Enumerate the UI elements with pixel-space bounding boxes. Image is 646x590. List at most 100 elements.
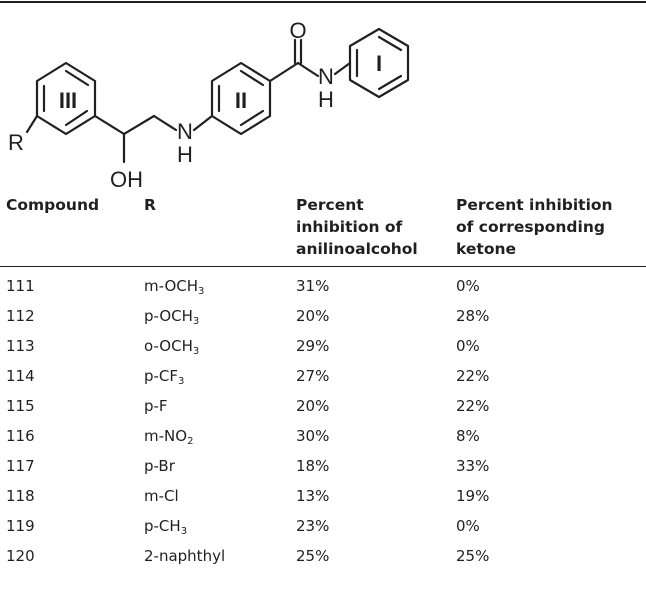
atom-label-oh: OH: [110, 167, 143, 190]
ring-label-iii: III: [59, 88, 77, 113]
cell-r-text: o-OCH: [144, 337, 193, 355]
header-alcohol-line2: inhibition of: [296, 218, 403, 236]
ring-iii-inner-bond-1: [64, 69, 90, 87]
cell-r: m-OCH3: [138, 267, 290, 302]
cell-ketone: 22%: [456, 397, 490, 415]
cell-r-subscript: 3: [198, 286, 205, 297]
r-bond: [25, 114, 39, 134]
cell-ketone: 8%: [456, 427, 480, 445]
header-alcohol-line3: anilinoalcohol: [296, 240, 418, 258]
ring-iii-inner-bond-2: [64, 109, 89, 127]
cell-alcohol: 23%: [296, 517, 330, 535]
chain-bond-3: [152, 114, 178, 132]
cell-r-text: p-CF: [144, 367, 179, 385]
cell-ketone: 25%: [456, 547, 490, 565]
table-row: 116 m-NO2 30% 8%: [0, 421, 646, 451]
cell-ketone: 0%: [456, 517, 480, 535]
cell-r: p-CH3: [138, 511, 290, 541]
top-rule: [0, 1, 646, 3]
cell-r-text: p-CH: [144, 517, 181, 535]
amide-bond-2: [296, 61, 320, 78]
cell-alcohol: 20%: [296, 307, 330, 325]
cell-r-text: p-Br: [144, 457, 175, 475]
header-r-line1: R: [144, 196, 156, 214]
cell-compound: 116: [6, 427, 35, 445]
table-row: 118 m-Cl 13% 19%: [0, 481, 646, 511]
cell-r-subscript: 3: [180, 526, 188, 537]
inhibition-table: Compound R Percent inhibition of anilino…: [0, 190, 646, 571]
table-row: 113 o-OCH3 29% 0%: [0, 331, 646, 361]
cell-compound: 114: [6, 367, 35, 385]
cell-ketone: 28%: [456, 307, 490, 325]
cell-alcohol: 30%: [296, 427, 330, 445]
cell-r: p-F: [138, 391, 290, 421]
ring-label-i: I: [376, 51, 382, 76]
chain-bond-2: [122, 114, 156, 136]
cell-r-subscript: 3: [192, 346, 200, 357]
cell-ketone: 19%: [456, 487, 490, 505]
chain-bond-4: [192, 114, 214, 132]
header-r: R: [138, 190, 290, 267]
cell-r-subscript: 3: [192, 316, 200, 327]
ring-i: [348, 27, 410, 99]
cell-r-text: m-NO: [144, 427, 188, 445]
header-compound: Compound: [0, 190, 138, 267]
cell-alcohol: 29%: [296, 337, 330, 355]
cell-r: p-OCH3: [138, 301, 290, 331]
atom-label-r: R: [8, 130, 24, 155]
cell-r-text: p-F: [144, 397, 168, 415]
cell-alcohol: 27%: [296, 367, 330, 385]
cell-compound: 111: [6, 277, 35, 295]
cell-compound: 119: [6, 517, 35, 535]
cell-r: o-OCH3: [138, 331, 290, 361]
header-ketone-line2: of corresponding: [456, 218, 605, 236]
header-ketone-inhibition: Percent inhibition of corresponding keto…: [450, 190, 646, 267]
cell-ketone: 0%: [456, 277, 480, 295]
cell-r-subscript: 3: [178, 376, 185, 387]
atom-label-amine-n: N: [177, 119, 193, 144]
cell-alcohol: 31%: [296, 277, 330, 295]
table-row: 115 p-F 20% 22%: [0, 391, 646, 421]
cell-r: p-Br: [138, 451, 290, 481]
cell-r-text: m-Cl: [144, 487, 179, 505]
cell-alcohol: 13%: [296, 487, 330, 505]
cell-r: m-NO2: [138, 421, 290, 451]
table-header-row: Compound R Percent inhibition of anilino…: [0, 190, 646, 267]
table-row: 114 p-CF3 27% 22%: [0, 361, 646, 391]
cell-compound: 120: [6, 547, 35, 565]
cell-alcohol: 25%: [296, 547, 330, 565]
header-alcohol-inhibition: Percent inhibition of anilinoalcohol: [290, 190, 450, 267]
cell-compound: 115: [6, 397, 35, 415]
atom-label-amine-h: H: [177, 142, 193, 167]
chain-bond-1: [93, 114, 126, 136]
ring-label-ii: II: [235, 88, 247, 113]
table-row: 111 m-OCH3 31% 0%: [0, 267, 646, 302]
chemical-structure: III II I R OH N H O N H: [8, 18, 410, 190]
cell-r-text: 2-naphthyl: [144, 547, 226, 565]
amide-bond-3: [333, 61, 352, 76]
cell-alcohol: 18%: [296, 457, 330, 475]
cell-r: m-Cl: [138, 481, 290, 511]
table-row: 112 p-OCH3 20% 28%: [0, 301, 646, 331]
cell-r-text: p-OCH: [144, 307, 193, 325]
cell-compound: 113: [6, 337, 35, 355]
cell-r-text: m-OCH: [144, 277, 199, 295]
ring-i-inner-bond-2: [377, 74, 403, 91]
amide-bond-1: [268, 61, 300, 83]
cell-r: p-CF3: [138, 361, 290, 391]
table-row: 119 p-CH3 23% 0%: [0, 511, 646, 541]
header-ketone-line3: ketone: [456, 240, 517, 258]
table-row: 120 2-naphthyl 25% 25%: [0, 541, 646, 571]
cell-ketone: 33%: [456, 457, 490, 475]
cell-compound: 112: [6, 307, 35, 325]
header-ketone-line1: Percent inhibition: [456, 196, 613, 214]
atom-label-amide-n: N: [318, 64, 334, 89]
header-compound-line1: Compound: [6, 196, 100, 214]
inhibition-table-wrapper: Compound R Percent inhibition of anilino…: [0, 190, 646, 571]
ring-ii-inner-bond-2: [239, 109, 265, 127]
cell-compound: 117: [6, 457, 35, 475]
table-row: 117 p-Br 18% 33%: [0, 451, 646, 481]
header-alcohol-line1: Percent: [296, 196, 364, 214]
cell-r: 2-naphthyl: [138, 541, 290, 571]
cell-r-subscript: 2: [187, 436, 194, 447]
